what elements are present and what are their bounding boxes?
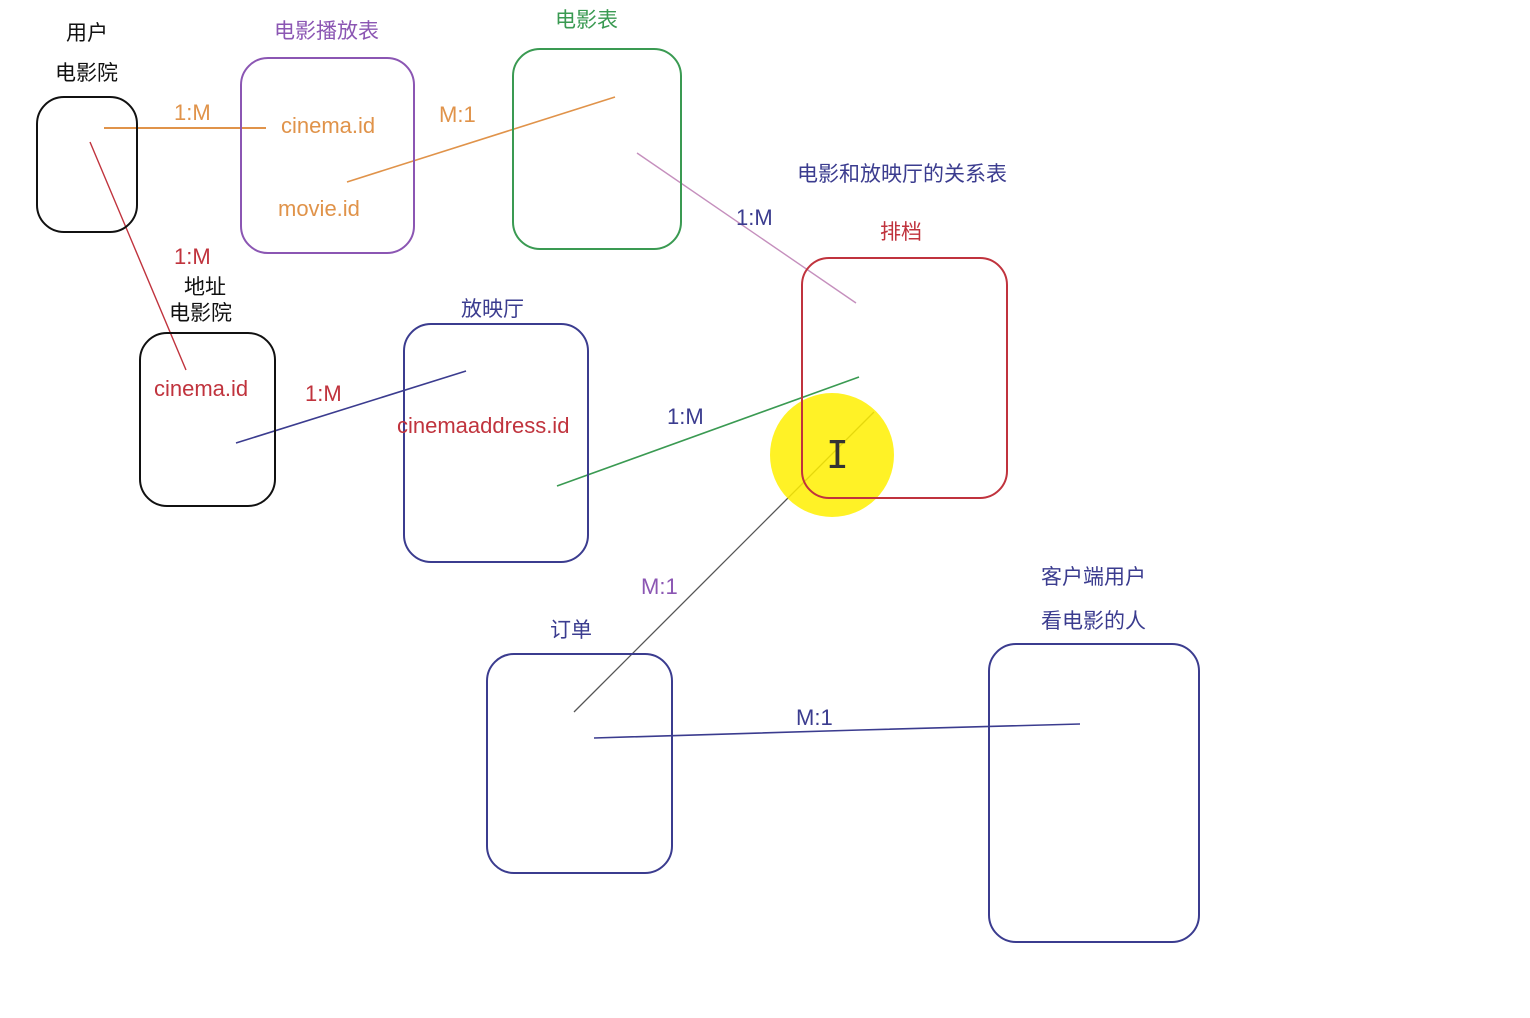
schedule-table-box[interactable]: [240, 57, 415, 254]
relation-order-arrangement: M:1: [641, 574, 678, 599]
line-hall-arrangement: [556, 376, 860, 487]
movie-table-box[interactable]: [512, 48, 682, 250]
client-user-title-2: 看电影的人: [1041, 609, 1146, 633]
line-schedule-movie: [346, 96, 616, 183]
relation-address-hall: 1:M: [305, 381, 342, 406]
user-cinema-title-2: 电影院: [55, 61, 118, 85]
hall-field-address-id: cinemaaddress.id: [397, 413, 570, 438]
hall-table-title: 放映厅: [461, 297, 524, 321]
relation-cinema-schedule: 1:M: [174, 100, 211, 125]
user-cinema-title-1: 用户: [66, 21, 108, 45]
order-table-title: 订单: [550, 618, 592, 642]
client-user-title-1: 客户端用户: [1041, 565, 1146, 589]
relation-cinema-address: 1:M: [174, 244, 211, 269]
relation-movie-arrangement: 1:M: [736, 205, 773, 230]
hall-table-box[interactable]: [403, 323, 589, 563]
arrangement-table-title: 排档: [880, 220, 922, 244]
schedule-field-movie-id: movie.id: [278, 196, 360, 221]
order-table-box[interactable]: [486, 653, 673, 874]
address-cinema-title-1: 地址: [184, 275, 226, 299]
arrangement-note: 电影和放映厅的关系表: [797, 162, 1007, 186]
text-cursor-icon: I: [826, 433, 849, 477]
relation-order-client: M:1: [796, 705, 833, 730]
user-cinema-table-box[interactable]: [36, 96, 138, 233]
cursor-highlight: [770, 393, 894, 517]
address-field-cinema-id: cinema.id: [154, 376, 249, 401]
address-cinema-table-box[interactable]: [139, 332, 276, 507]
relation-schedule-movie: M:1: [439, 102, 476, 127]
movie-table-title: 电影表: [555, 8, 618, 32]
schedule-field-cinema-id: cinema.id: [281, 113, 376, 138]
arrangement-table-box[interactable]: [801, 257, 1008, 499]
relation-hall-arrangement: 1:M: [667, 404, 704, 429]
address-cinema-title-2: 电影院: [169, 301, 232, 325]
line-order-client: [593, 723, 1081, 739]
schedule-table-title: 电影播放表: [274, 19, 379, 43]
client-user-table-box[interactable]: [988, 643, 1200, 943]
